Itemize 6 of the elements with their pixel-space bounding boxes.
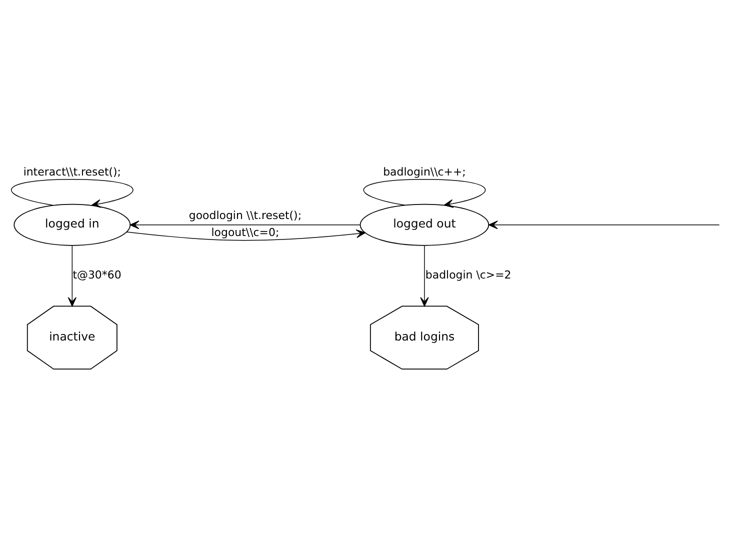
edge-label: interact\\t.reset(); bbox=[23, 165, 122, 178]
edge-label: badlogin \c>=2 bbox=[425, 268, 512, 281]
edge-label: goodlogin \\t.reset(); bbox=[188, 208, 302, 222]
edge-label: t@30*60 bbox=[72, 268, 122, 281]
edge-label: badlogin\\c++; bbox=[383, 165, 466, 178]
edge-label: logout\\c=0; bbox=[211, 225, 280, 238]
